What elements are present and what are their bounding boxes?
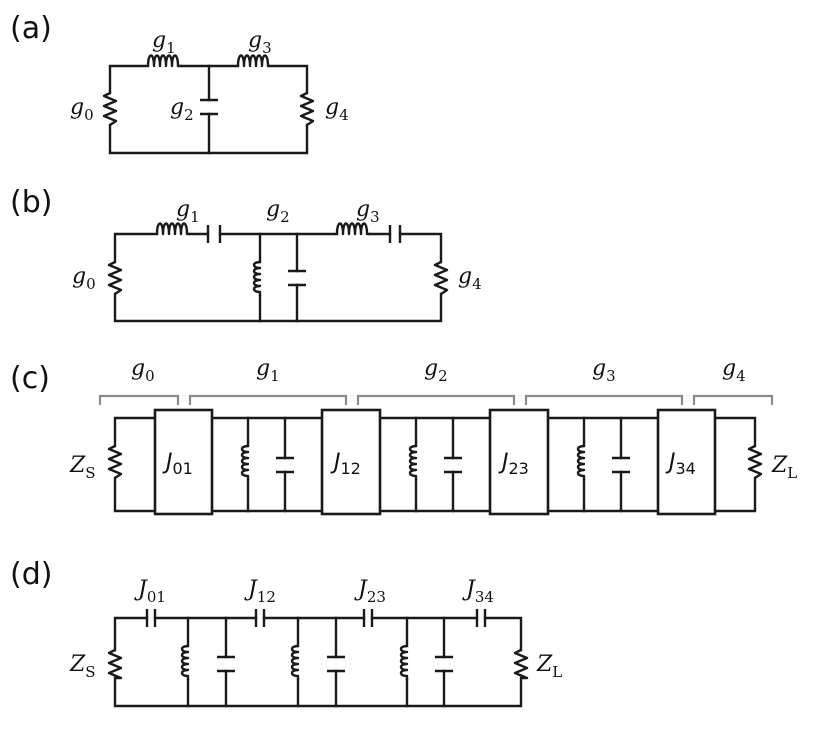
label-g4: g4 — [458, 264, 482, 293]
label-g0: g0 — [70, 95, 94, 124]
capacitor-g2 — [288, 269, 306, 287]
panel-d: (d) J01 J12 J23 J34 ZS ZL — [10, 557, 562, 708]
panel-d-label: (d) — [10, 557, 52, 592]
label-j34: J34 — [462, 577, 494, 606]
resonator-3-capacitor — [612, 456, 630, 474]
resonator-3-capacitor — [435, 655, 453, 673]
source-resistor — [107, 444, 123, 479]
coupling-capacitor-j01 — [145, 609, 157, 627]
label-g3: g3 — [592, 356, 616, 385]
label-j23: J23 — [354, 577, 386, 606]
resonator-2-capacitor — [327, 655, 345, 673]
resistor-g4 — [433, 260, 449, 295]
label-j12: J12 — [244, 577, 276, 606]
resonator-3-inductor — [576, 444, 586, 480]
capacitor-g3 — [388, 225, 402, 243]
inductor-g3 — [335, 222, 370, 236]
panel-a-label: (a) — [10, 11, 52, 46]
label-zl: ZL — [536, 652, 562, 681]
label-g2: g2 — [170, 95, 194, 124]
inductor-g1 — [146, 54, 182, 68]
resonator-1-capacitor — [217, 655, 235, 673]
label-g3: g3 — [356, 197, 380, 226]
coupling-capacitor-j23 — [362, 609, 374, 627]
inverter-box-j23 — [488, 408, 550, 516]
inductor-g1 — [155, 222, 190, 236]
label-j01: J01 — [162, 450, 193, 478]
resonator-1-inductor — [180, 644, 190, 680]
coupling-capacitor-j34 — [475, 609, 487, 627]
panel-b-label: (b) — [10, 185, 52, 220]
load-resistor — [747, 444, 763, 479]
resonator-1-inductor — [240, 444, 250, 480]
resonator-2-inductor — [408, 444, 418, 480]
resonator-1-capacitor — [276, 456, 294, 474]
resonator-3-inductor — [399, 644, 409, 680]
label-g2: g2 — [424, 356, 448, 385]
label-g4: g4 — [325, 95, 349, 124]
panel-a: (a) g1 g3 g0 g2 g4 — [10, 11, 349, 155]
panel-b: (b) g1 g2 g3 g0 g4 — [10, 185, 482, 323]
panel-c-label: (c) — [10, 361, 50, 396]
bracket-g3 — [524, 394, 684, 405]
label-g2: g2 — [266, 197, 290, 226]
capacitor-g2 — [200, 98, 218, 116]
resistor-g0 — [102, 91, 118, 126]
inverter-box-j12 — [320, 408, 382, 516]
label-g3: g3 — [248, 28, 272, 57]
resonator-2-capacitor — [444, 456, 462, 474]
label-g0: g0 — [131, 356, 155, 385]
inverter-box-j01 — [153, 408, 214, 516]
panel-c: (c) J01 J12 J23 J34 — [10, 356, 797, 516]
label-g4: g4 — [722, 356, 746, 385]
label-g0: g0 — [72, 264, 96, 293]
label-zl: ZL — [771, 453, 797, 482]
resistor-g4 — [299, 91, 315, 126]
bracket-g1 — [188, 394, 348, 405]
label-zs: ZS — [69, 652, 96, 681]
label-j01: J01 — [134, 577, 166, 606]
capacitor-g1 — [206, 225, 222, 243]
bracket-g0 — [98, 394, 180, 405]
label-j34: J34 — [665, 450, 696, 478]
label-j12: J12 — [330, 450, 361, 478]
label-zs: ZS — [69, 453, 96, 482]
coupling-capacitor-j12 — [254, 609, 266, 627]
inductor-g3 — [236, 54, 270, 68]
load-resistor — [513, 648, 529, 680]
bracket-g2 — [356, 394, 516, 405]
label-j23: J23 — [498, 450, 529, 478]
label-g1: g1 — [176, 197, 200, 226]
resonator-2-inductor — [290, 644, 300, 680]
resistor-g0 — [107, 260, 123, 295]
bracket-g4 — [692, 394, 774, 405]
source-resistor — [107, 648, 123, 680]
label-g1: g1 — [152, 28, 176, 57]
inverter-box-j34 — [656, 408, 717, 516]
inductor-g2 — [252, 260, 262, 296]
label-g1: g1 — [256, 356, 280, 385]
